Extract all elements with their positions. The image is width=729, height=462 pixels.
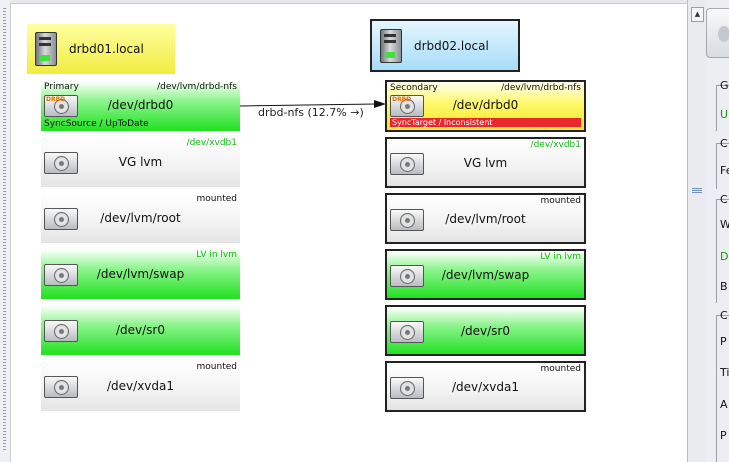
panel-button[interactable] [706,8,729,58]
block-device[interactable]: LV in lvm /dev/lvm/swap [41,249,240,299]
disk-icon [44,320,78,342]
server-icon [35,32,57,66]
drbd-device-node2[interactable]: Secondary /dev/lvm/drbd-nfs DRBD /dev/dr… [385,80,586,132]
scrollbar-grip[interactable] [692,188,702,194]
block-tag: LV in lvm [196,250,237,260]
disk-icon: DRBD [44,95,78,117]
host-name: drbd01.local [69,42,144,56]
drbd-role: Primary [44,82,79,92]
connection-label[interactable]: drbd-nfs (12.7% →) [258,106,364,119]
disk-icon [44,264,78,286]
block-tag: mounted [196,194,237,204]
drbd-backing-path: /dev/lvm/drbd-nfs [157,82,237,92]
block-name: /dev/lvm/swap [441,268,530,282]
drbd-device-name: /dev/drbd0 [107,98,174,112]
scroll-up-arrow-icon[interactable]: ▲ [691,7,704,22]
group-title: C [720,309,728,322]
block-device[interactable]: /dev/sr0 [385,305,586,356]
vertical-scrollbar[interactable] [687,0,707,462]
disk-icon: DRBD [390,95,424,117]
drbd-role: Secondary [390,83,438,93]
block-device[interactable]: mounted /dev/xvda1 [41,361,240,411]
block-name: /dev/xvda1 [452,380,519,394]
disk-icon [44,208,78,230]
drbd-logo: DRBD [46,96,66,103]
block-name: VG lvm [463,156,508,170]
group-title: G [720,79,729,92]
server-icon [380,28,402,63]
disk-icon [390,377,424,399]
panel-group: C Fe [716,137,729,189]
block-tag: mounted [540,364,581,374]
block-device[interactable]: mounted /dev/lvm/root [41,193,240,243]
disk-icon [44,376,78,398]
block-name: /dev/lvm/root [445,212,526,226]
field-label: W [720,218,729,231]
panel-group: G U [716,79,729,131]
block-tag: LV in lvm [540,252,581,262]
block-device[interactable]: LV in lvm /dev/lvm/swap [385,249,586,300]
disk-icon [390,321,424,343]
drbd-backing-path: /dev/lvm/drbd-nfs [501,83,581,93]
disk-icon [390,209,424,231]
disk-icon [44,152,78,174]
drbd-sync-state: SyncTarget / Inconsistent [390,118,581,127]
splitter-grip[interactable] [3,8,6,452]
drbd-device-node1[interactable]: Primary /dev/lvm/drbd-nfs DRBD /dev/drbd… [41,81,240,131]
field-label: A [720,398,728,411]
block-tag: /dev/xvdb1 [186,138,237,148]
block-device[interactable]: /dev/xvdb1 VG lvm [41,137,240,187]
group-title: C [720,137,728,150]
block-device[interactable]: /dev/sr0 [41,305,240,355]
block-tag: mounted [196,362,237,372]
field-label: P [720,429,727,442]
group-title: C [720,193,728,206]
panel-group: C P Ti A P [716,309,729,462]
disk-icon [390,153,424,175]
block-tag: /dev/xvdb1 [530,140,581,150]
block-name: /dev/lvm/swap [96,267,185,281]
block-name: /dev/lvm/root [100,211,181,225]
block-device[interactable]: mounted /dev/lvm/root [385,193,586,244]
host-drbd02[interactable]: drbd02.local [370,19,520,72]
info-panel [706,0,729,462]
left-splitter[interactable] [0,0,11,462]
block-tag: mounted [540,196,581,206]
drbd-sync-state: SyncSource / UpToDate [44,119,149,129]
drbd-logo: DRBD [392,96,412,103]
drbd-device-name: /dev/drbd0 [452,98,519,112]
host-drbd01[interactable]: drbd01.local [27,24,175,74]
block-name: VG lvm [118,155,163,169]
block-name: /dev/xvda1 [107,379,174,393]
field-label: P [720,335,727,348]
disk-icon [390,265,424,287]
block-name: /dev/sr0 [115,323,165,337]
field-label: D [720,250,729,263]
field-label: U [720,108,729,121]
block-device[interactable]: /dev/xvdb1 VG lvm [385,137,586,188]
field-label: Fe [720,164,729,177]
top-border [10,0,688,4]
drbd-connection-arrow[interactable] [240,98,388,112]
host-name: drbd02.local [414,38,489,53]
field-label: B [720,280,728,293]
block-name: /dev/sr0 [460,324,510,338]
panel-group: C W D B [716,193,729,303]
field-label: Ti [720,366,729,379]
block-device[interactable]: mounted /dev/xvda1 [385,361,586,412]
